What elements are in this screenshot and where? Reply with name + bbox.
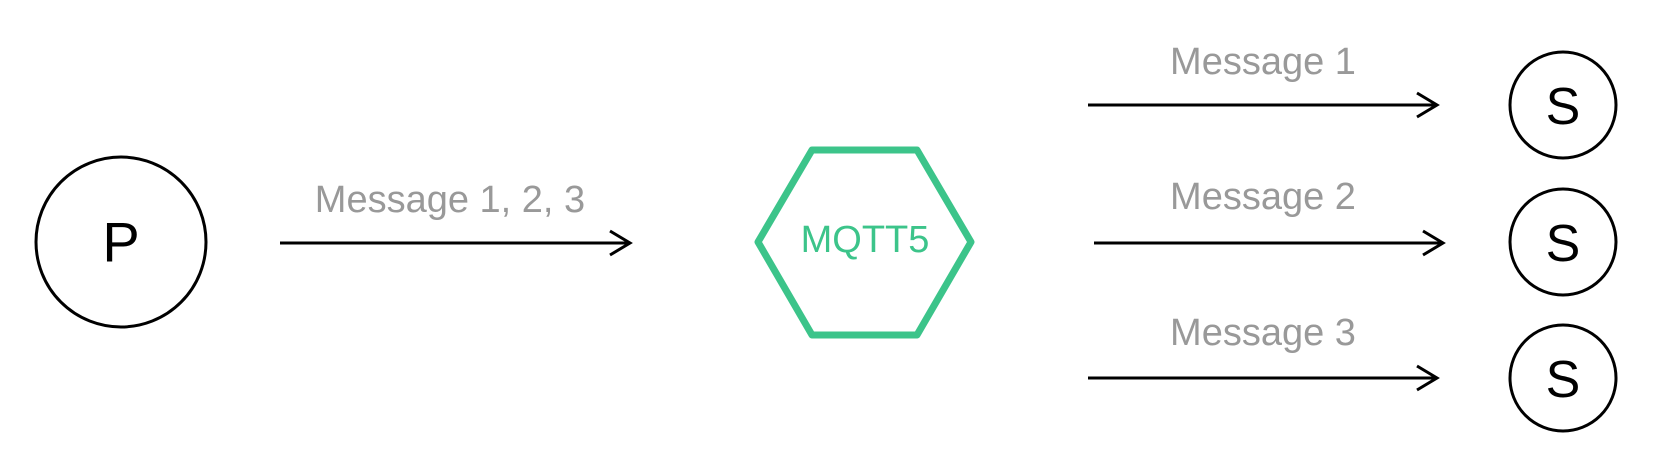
subscriber-node-1: S (1508, 50, 1618, 160)
broker-label: MQTT5 (801, 219, 930, 261)
outgoing-arrowhead-icon-2 (1422, 229, 1446, 257)
outgoing-arrowhead-icon-3 (1416, 364, 1440, 392)
incoming-arrowhead-icon (609, 229, 633, 257)
subscriber-circle-1 (1508, 50, 1618, 160)
outgoing-arrowhead-icon-1 (1416, 91, 1440, 119)
publisher-node: P (34, 155, 208, 329)
subscriber-letter-2: S (1546, 215, 1581, 273)
outgoing-edge-3: Message 3 (1088, 312, 1440, 392)
outgoing-edge-label-2: Message 2 (1170, 176, 1356, 218)
outgoing-edge-2: Message 2 (1094, 176, 1446, 257)
subscriber-node-2: S (1508, 187, 1618, 297)
incoming-edge: Message 1, 2, 3 (280, 179, 633, 257)
broker-node: MQTT5 (754, 146, 975, 339)
subscriber-circle-2 (1508, 187, 1618, 297)
outgoing-edge-1: Message 1 (1088, 41, 1440, 119)
subscriber-letter-3: S (1546, 351, 1581, 409)
incoming-edge-label: Message 1, 2, 3 (315, 179, 585, 221)
subscriber-letter-1: S (1546, 78, 1581, 136)
broker-hexagon (754, 146, 975, 339)
publisher-circle (34, 155, 208, 329)
publisher-letter: P (102, 211, 139, 274)
outgoing-edge-label-3: Message 3 (1170, 312, 1356, 354)
subscriber-circle-3 (1508, 323, 1618, 433)
outgoing-edge-label-1: Message 1 (1170, 41, 1356, 83)
subscriber-node-3: S (1508, 323, 1618, 433)
